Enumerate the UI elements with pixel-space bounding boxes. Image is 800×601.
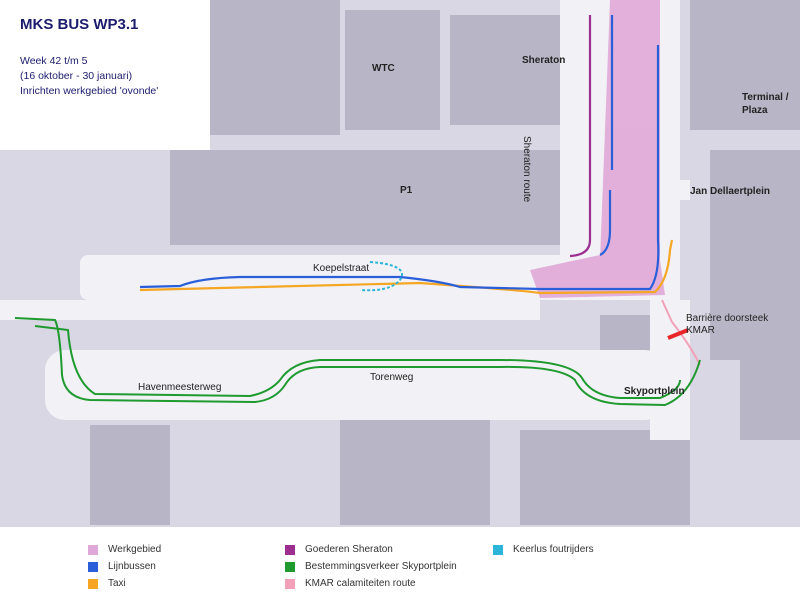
route-goederen-sheraton: [569, 15, 592, 258]
legend-label: KMAR calamiteiten route: [305, 578, 416, 589]
route-keerlus: [359, 261, 403, 292]
legend-item-taxi: Taxi: [88, 578, 126, 589]
legend-label: Bestemmingsverkeer Skyportplein: [305, 561, 457, 572]
label-sheraton-route: Sheraton route: [521, 136, 532, 203]
subtitle-week: Week 42 t/m 5: [20, 55, 88, 67]
building-sheraton: [450, 15, 560, 125]
legend-item-goederen-sheraton: Goederen Sheraton: [285, 544, 393, 555]
legend-label: Goederen Sheraton: [305, 544, 393, 555]
building-south: [520, 430, 690, 525]
route-kmar: [661, 299, 701, 366]
subtitle-description: Inrichten werkgebied 'ovonde': [20, 85, 159, 97]
swatch-werkgebied: [88, 544, 98, 555]
building-terminal-plaza: [690, 0, 800, 130]
buildings: [90, 0, 800, 525]
building-south-mid: [340, 420, 490, 525]
route-bestemmingsverkeer-outer: [14, 317, 701, 407]
label-jan-dellaertplein: Jan Dellaertplein: [690, 186, 771, 197]
legend-label: Lijnbussen: [108, 561, 156, 572]
building-block: [210, 0, 340, 135]
route-lijnbussen: [139, 45, 660, 291]
legend-item-lijnbussen: Lijnbussen: [88, 561, 156, 572]
route-bestemmingsverkeer-inner: [34, 325, 681, 399]
swatch-taxi: [88, 578, 98, 589]
label-sheraton: Sheraton: [522, 55, 566, 66]
building-wtc: [345, 10, 440, 130]
werkgebied-north: [600, 0, 660, 285]
label-koepelstraat: Koepelstraat: [313, 263, 370, 274]
label-p1: P1: [400, 185, 413, 196]
label-wtc: WTC: [372, 63, 395, 74]
legend-item-werkgebied: Werkgebied: [88, 544, 161, 555]
road-east-link: [650, 300, 690, 440]
legend-item-keerlus: Keerlus foutrijders: [493, 544, 594, 555]
legend-item-bestemmingsverkeer: Bestemmingsverkeer Skyportplein: [285, 561, 457, 572]
route-lijnbussen-loop: [599, 190, 612, 256]
legend-label: Werkgebied: [108, 544, 162, 555]
swatch-lijnbussen: [88, 561, 98, 572]
swatch-kmar: [285, 578, 295, 589]
map-title: MKS BUS WP3.1: [20, 16, 139, 33]
building-p1: [170, 150, 560, 245]
label-skyportplein: Skyportplein: [624, 386, 685, 397]
legend-item-kmar: KMAR calamiteiten route: [285, 578, 416, 589]
subtitle-dates: (16 oktober - 30 januari): [20, 70, 133, 82]
swatch-keerlus: [493, 544, 503, 555]
legend-label: Keerlus foutrijders: [513, 544, 594, 555]
label-torenweg: Torenweg: [370, 372, 414, 383]
label-barriere-2: KMAR: [686, 325, 715, 336]
label-terminal-2: Plaza: [742, 105, 768, 116]
road-strip: [0, 300, 540, 320]
swatch-bestemmingsverkeer: [285, 561, 295, 572]
building-southwest: [90, 425, 170, 525]
label-havenmeesterweg: Havenmeesterweg: [138, 382, 222, 393]
swatch-goederen-sheraton: [285, 544, 295, 555]
title-panel: MKS BUS WP3.1 Week 42 t/m 5 (16 oktober …: [0, 0, 210, 150]
map-area: MKS BUS WP3.1 Week 42 t/m 5 (16 oktober …: [0, 0, 800, 527]
werkgebied-south: [530, 255, 665, 298]
legend-label: Taxi: [108, 578, 126, 589]
label-terminal-1: Terminal /: [742, 92, 789, 103]
building-terminal-east: [710, 150, 800, 440]
map-drawing: [0, 0, 800, 525]
werkgebied-zone: [530, 0, 665, 298]
legend: Werkgebied Lijnbussen Taxi Goederen Sher…: [0, 527, 800, 601]
barrier-kmar: [667, 328, 689, 340]
label-barriere-1: Barrière doorsteek: [686, 313, 769, 324]
